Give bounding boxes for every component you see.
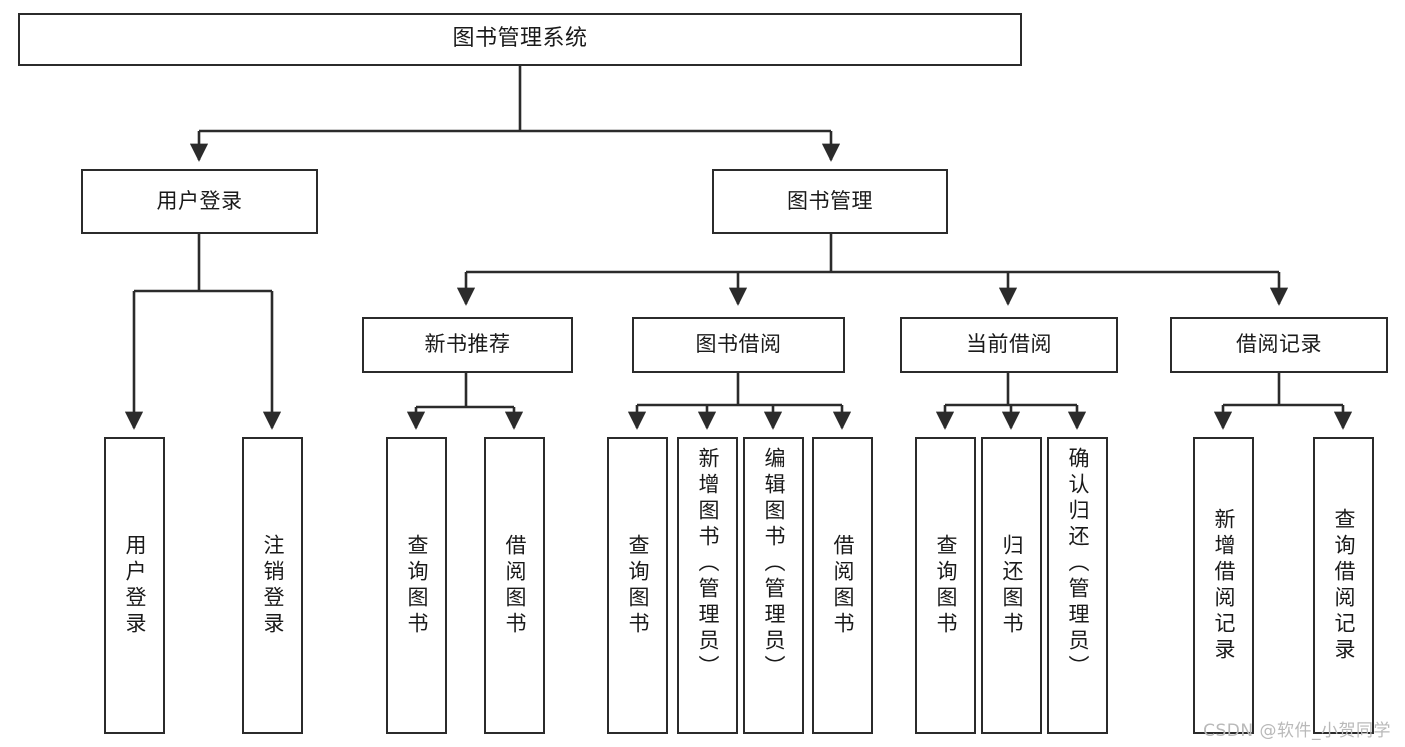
node-borrow-record[interactable]: 借阅记录: [1170, 317, 1388, 373]
node-label: 用户登录: [123, 533, 147, 638]
node-label: 图书管理: [787, 188, 873, 213]
node-leaf-borrow-borrow-book[interactable]: 借阅图书: [812, 437, 873, 734]
node-label: 注销登录: [261, 533, 285, 638]
node-label: 图书管理系统: [452, 26, 588, 52]
node-label: 查询图书: [405, 533, 429, 638]
node-leaf-current-return-book[interactable]: 归还图书: [981, 437, 1042, 734]
node-leaf-borrow-query-book[interactable]: 查询图书: [607, 437, 668, 734]
node-label: 用户登录: [156, 188, 243, 213]
node-label: 归还图书: [1000, 533, 1024, 638]
node-new-book-recommend[interactable]: 新书推荐: [362, 317, 573, 373]
node-label: 查询图书: [934, 533, 958, 638]
node-label: 确认归还（管理员）: [1066, 447, 1090, 681]
node-label: 查询借阅记录: [1332, 507, 1356, 664]
node-leaf-current-confirm-return[interactable]: 确认归还（管理员）: [1047, 437, 1108, 734]
node-label: 借阅记录: [1236, 332, 1322, 357]
node-leaf-user-logout[interactable]: 注销登录: [242, 437, 303, 734]
node-leaf-record-add[interactable]: 新增借阅记录: [1193, 437, 1254, 734]
node-label: 图书借阅: [695, 332, 782, 357]
node-leaf-recommend-borrow-book[interactable]: 借阅图书: [484, 437, 545, 734]
node-label: 当前借阅: [966, 332, 1052, 357]
node-book-manage[interactable]: 图书管理: [712, 169, 948, 234]
node-user-login[interactable]: 用户登录: [81, 169, 318, 234]
node-label: 查询图书: [626, 533, 650, 638]
node-leaf-current-query-book[interactable]: 查询图书: [915, 437, 976, 734]
node-leaf-borrow-add-book[interactable]: 新增图书（管理员）: [677, 437, 738, 734]
node-leaf-user-login[interactable]: 用户登录: [104, 437, 165, 734]
node-leaf-record-query[interactable]: 查询借阅记录: [1313, 437, 1374, 734]
node-current-borrow[interactable]: 当前借阅: [900, 317, 1118, 373]
node-label: 编辑图书（管理员）: [762, 447, 786, 681]
node-book-borrow[interactable]: 图书借阅: [632, 317, 845, 373]
node-label: 新增借阅记录: [1212, 507, 1236, 664]
node-leaf-borrow-edit-book[interactable]: 编辑图书（管理员）: [743, 437, 804, 734]
node-root-system[interactable]: 图书管理系统: [18, 13, 1022, 66]
node-label: 新增图书（管理员）: [696, 447, 720, 681]
node-leaf-recommend-query-book[interactable]: 查询图书: [386, 437, 447, 734]
node-label: 新书推荐: [424, 332, 511, 357]
node-label: 借阅图书: [831, 533, 855, 638]
node-label: 借阅图书: [503, 533, 527, 638]
